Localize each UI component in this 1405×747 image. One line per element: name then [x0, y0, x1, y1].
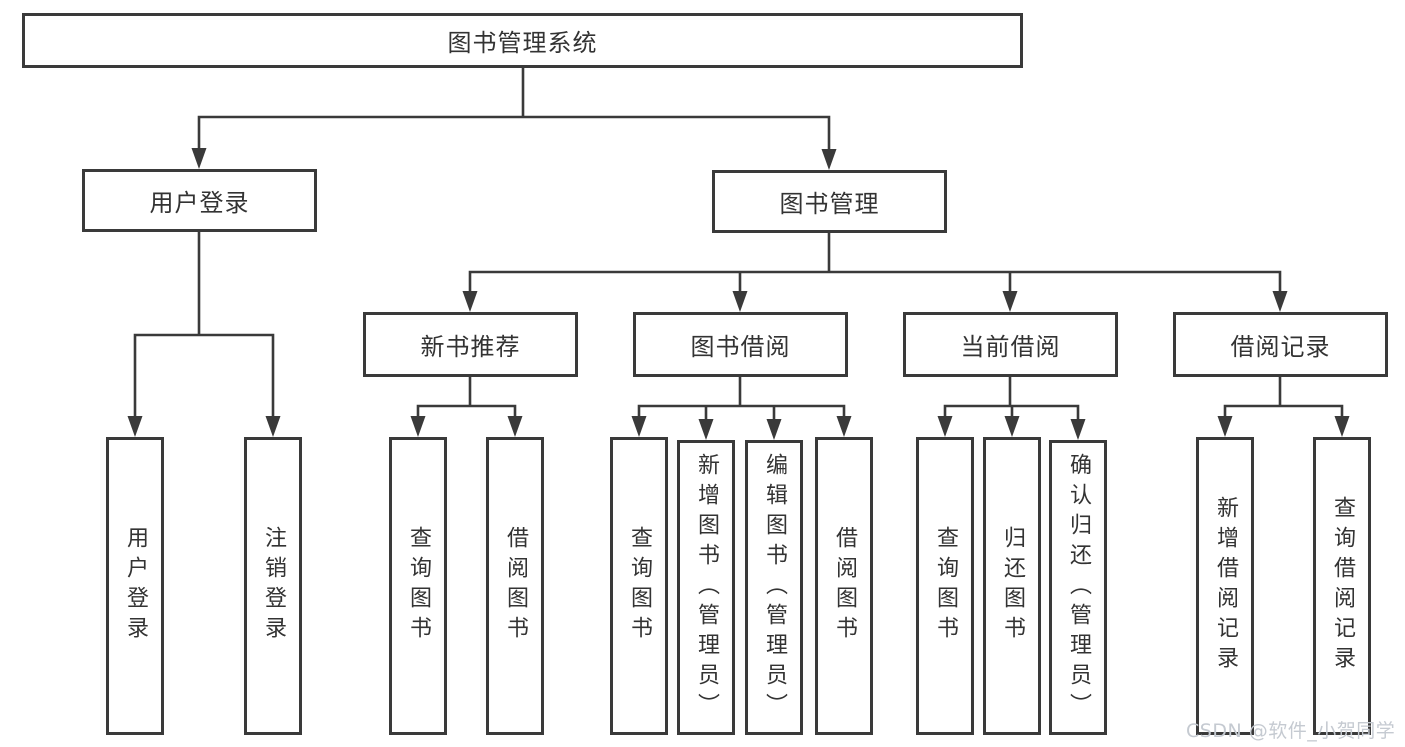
node-leaf-return-book: 归还图书	[983, 437, 1041, 735]
node-label: 新增图书（管理员）	[694, 452, 719, 723]
node-label: 查询借阅记录	[1330, 496, 1355, 676]
node-label: 借阅图书	[832, 526, 857, 646]
node-leaf-user-login: 用户登录	[106, 437, 164, 735]
node-current-borrowing: 当前借阅	[903, 312, 1118, 377]
node-leaf-query-books-borrow: 查询图书	[610, 437, 668, 735]
node-leaf-confirm-return-admin: 确认归还（管理员）	[1049, 440, 1107, 735]
node-label: 查询图书	[406, 526, 431, 646]
node-root-system: 图书管理系统	[22, 13, 1023, 68]
node-leaf-edit-book-admin: 编辑图书（管理员）	[745, 440, 803, 735]
node-label: 新增借阅记录	[1213, 496, 1238, 676]
node-leaf-query-borrow-record: 查询借阅记录	[1313, 437, 1371, 735]
node-user-login: 用户登录	[82, 169, 317, 232]
node-label: 借阅图书	[503, 526, 528, 646]
node-label: 新书推荐	[420, 333, 521, 361]
node-book-borrowing: 图书借阅	[633, 312, 848, 377]
node-leaf-add-book-admin: 新增图书（管理员）	[677, 440, 735, 735]
node-label: 用户登录	[149, 189, 250, 217]
node-label: 图书借阅	[690, 333, 791, 361]
node-label: 图书管理系统	[447, 29, 598, 57]
node-label: 编辑图书（管理员）	[762, 452, 787, 723]
node-label: 当前借阅	[960, 333, 1061, 361]
node-leaf-add-borrow-record: 新增借阅记录	[1196, 437, 1254, 735]
node-label: 查询图书	[933, 526, 958, 646]
node-label: 用户登录	[123, 526, 148, 646]
node-borrow-records: 借阅记录	[1173, 312, 1388, 377]
node-leaf-query-books-recommend: 查询图书	[389, 437, 447, 735]
node-label: 确认归还（管理员）	[1066, 452, 1091, 723]
node-new-book-recommend: 新书推荐	[363, 312, 578, 377]
node-leaf-logout: 注销登录	[244, 437, 302, 735]
node-leaf-borrow-books: 借阅图书	[815, 437, 873, 735]
node-label: 注销登录	[261, 526, 286, 646]
node-label: 借阅记录	[1230, 333, 1331, 361]
csdn-watermark: CSDN @软件_小贺同学	[1186, 720, 1396, 742]
node-leaf-borrow-books-recommend: 借阅图书	[486, 437, 544, 735]
node-book-management: 图书管理	[712, 170, 947, 233]
node-label: 归还图书	[1000, 526, 1025, 646]
node-label: 查询图书	[627, 526, 652, 646]
node-label: 图书管理	[779, 190, 880, 218]
node-leaf-query-books-current: 查询图书	[916, 437, 974, 735]
